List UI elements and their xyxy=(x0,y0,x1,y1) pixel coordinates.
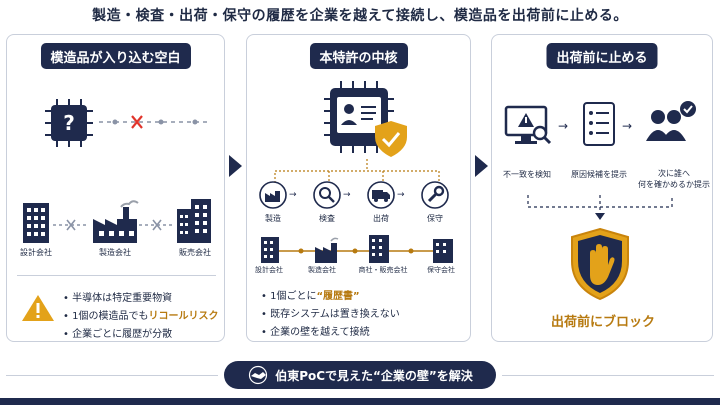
step-label-shipping: 出荷 xyxy=(373,214,389,223)
core-bullet-3: • 企業の壁を越えて接続 xyxy=(261,327,370,338)
panel-core: 本特許の中核 → → xyxy=(246,34,471,342)
step-label-causes: 原因候補を提示 xyxy=(571,170,627,179)
core-company-trading: 商社・販売会社 xyxy=(358,266,408,274)
unknown-chip-icon: ? xyxy=(45,99,93,147)
step-arrow-icon: → xyxy=(289,190,297,200)
step-arrow-icon: → xyxy=(558,119,569,133)
company-label-manufacturing: 製造会社 xyxy=(99,248,131,257)
building-icon xyxy=(261,237,279,263)
core-company-manufacturing: 製造会社 xyxy=(308,266,336,274)
panel-block: 出荷前に止める → → 不一致を検知 原因候補を提示 次に誰へ 何を確かめるか提… xyxy=(491,34,713,342)
design-company-building-icon xyxy=(23,203,49,243)
company-label-sales: 販売会社 xyxy=(179,248,211,257)
connected-companies xyxy=(261,235,453,263)
step-manufacturing-icon xyxy=(259,181,287,209)
divider xyxy=(6,375,218,376)
divider xyxy=(502,375,714,376)
sales-company-building-icon xyxy=(177,199,211,243)
solution-banner: 伯東PoCで見えた“企業の壁”を解決 xyxy=(224,361,496,389)
break-x-icon xyxy=(66,219,76,231)
block-result-label: 出荷前にブロック xyxy=(550,315,655,330)
break-x-icon xyxy=(131,115,143,129)
handshake-icon xyxy=(249,365,268,385)
core-company-maintenance: 保守会社 xyxy=(427,266,455,274)
core-bullet-2: • 既存システムは置き換えない xyxy=(261,309,400,320)
core-bullet-1: • 1個ごとに“履歴書” xyxy=(261,291,360,302)
panel-gap: 模造品が入り込む空白 ? xyxy=(6,34,225,342)
checklist-icon xyxy=(583,102,615,146)
step-arrow-icon: → xyxy=(343,190,351,200)
step-shipping-icon xyxy=(367,181,395,209)
step-arrow-icon: → xyxy=(397,190,405,200)
panel-block-title: 出荷前に止める xyxy=(546,43,658,69)
panel-core-title: 本特許の中核 xyxy=(309,43,408,69)
factory-icon xyxy=(315,237,339,263)
broken-link-2 xyxy=(139,219,175,231)
block-shield-hand-icon xyxy=(571,227,629,301)
merge-arrows xyxy=(527,195,673,220)
warning-icon xyxy=(22,295,54,321)
page-headline: 製造・検査・出荷・保守の履歴を企業を越えて接続し、模造品を出荷前に止める。 xyxy=(92,8,628,24)
people-check-icon xyxy=(646,101,696,141)
step-label-detect: 不一致を検知 xyxy=(503,170,551,179)
footer-bar xyxy=(0,398,720,405)
solution-banner-text: 伯東PoCで見えた“企業の壁”を解決 xyxy=(275,368,473,383)
break-x-icon xyxy=(152,219,162,231)
step-label-maintenance: 保守 xyxy=(427,214,443,223)
id-chip-icon xyxy=(324,81,407,157)
shield-check-icon xyxy=(375,121,407,157)
chip-question-mark: ? xyxy=(63,111,75,135)
step-label-next-action: 次に誰へ 何を確かめるか提示 xyxy=(638,169,710,189)
panel-gap-title: 模造品が入り込む空白 xyxy=(40,43,191,69)
building-icon xyxy=(433,239,453,263)
broken-link-1 xyxy=(53,219,89,231)
step-label-inspection: 検査 xyxy=(319,214,335,223)
factory-icon xyxy=(93,200,139,243)
step-inspection-icon xyxy=(313,181,341,209)
divider xyxy=(17,275,216,276)
company-label-design: 設計会社 xyxy=(20,248,52,257)
gap-bullet-2: • 1個の模造品でもリコールリスク xyxy=(63,311,219,322)
gap-bullet-3: • 企業ごとに履歴が分散 xyxy=(63,329,173,340)
gap-bullet-1: • 半導体は特定重要物資 xyxy=(63,293,173,304)
flow-arrow-2 xyxy=(475,155,488,177)
step-maintenance-icon xyxy=(421,181,449,209)
core-company-design: 設計会社 xyxy=(255,266,283,274)
detect-monitor-icon xyxy=(504,105,552,145)
core-connectors xyxy=(274,159,440,183)
step-arrow-icon: → xyxy=(622,119,633,133)
broken-link xyxy=(99,115,207,129)
step-label-manufacturing: 製造 xyxy=(265,214,281,223)
flow-arrow-1 xyxy=(229,155,242,177)
building-icon xyxy=(369,235,389,263)
